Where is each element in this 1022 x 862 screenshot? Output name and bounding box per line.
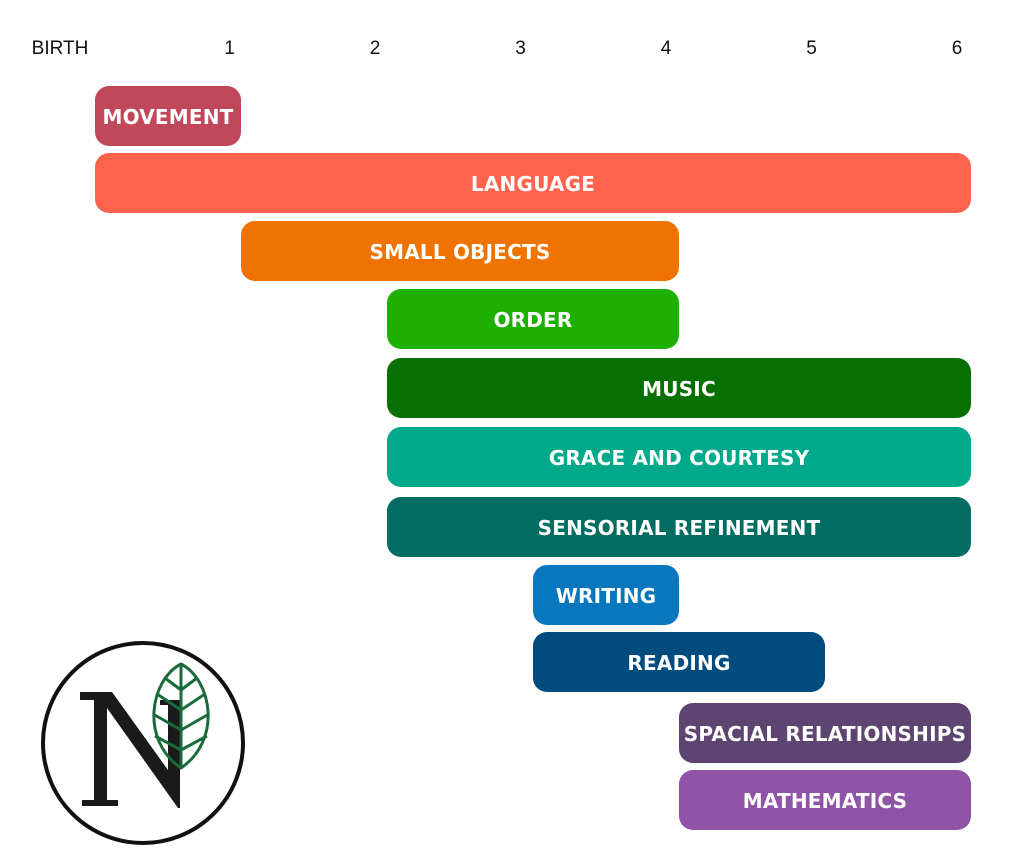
bar-label: SMALL OBJECTS <box>370 240 551 264</box>
x-axis: BIRTH 1 2 3 4 5 6 <box>32 38 963 59</box>
bar-label: LANGUAGE <box>471 172 595 196</box>
x-tick-label: 1 <box>224 38 235 59</box>
bar-reading <box>533 632 825 692</box>
bar-label: MATHEMATICS <box>743 789 907 813</box>
bar-grace-and-courtesy <box>387 427 971 487</box>
x-tick-label: 3 <box>515 38 526 59</box>
bar-label: SPACIAL RELATIONSHIPS <box>684 722 966 746</box>
bar-label: SENSORIAL REFINEMENT <box>538 516 821 540</box>
x-tick-label: 5 <box>806 38 817 59</box>
bar-sensorial-refinement <box>387 497 971 557</box>
bar-music <box>387 358 971 418</box>
bar-spacial-relationships <box>679 703 971 763</box>
bar-label: GRACE AND COURTESY <box>549 446 810 470</box>
x-tick-label: 6 <box>952 38 963 59</box>
bar-small-objects <box>241 221 679 281</box>
n-letter <box>80 692 180 808</box>
x-tick-label: 4 <box>661 38 672 59</box>
bar-order <box>387 289 679 349</box>
bar-label: MOVEMENT <box>102 105 233 129</box>
leaf-icon <box>152 662 210 770</box>
bar-writing <box>533 565 679 625</box>
bar-label: MUSIC <box>642 377 716 401</box>
bars: MOVEMENT LANGUAGE SMALL OBJECTS ORDER MUSIC G… <box>95 86 971 830</box>
bar-label: ORDER <box>493 308 572 332</box>
bar-language <box>95 153 971 213</box>
bar-label: WRITING <box>556 584 657 608</box>
bar-label: READING <box>627 651 730 675</box>
x-tick-label: 2 <box>370 38 381 59</box>
x-tick-label: BIRTH <box>32 38 89 59</box>
bar-movement <box>95 86 241 146</box>
bar-mathematics <box>679 770 971 830</box>
logo <box>41 641 245 845</box>
